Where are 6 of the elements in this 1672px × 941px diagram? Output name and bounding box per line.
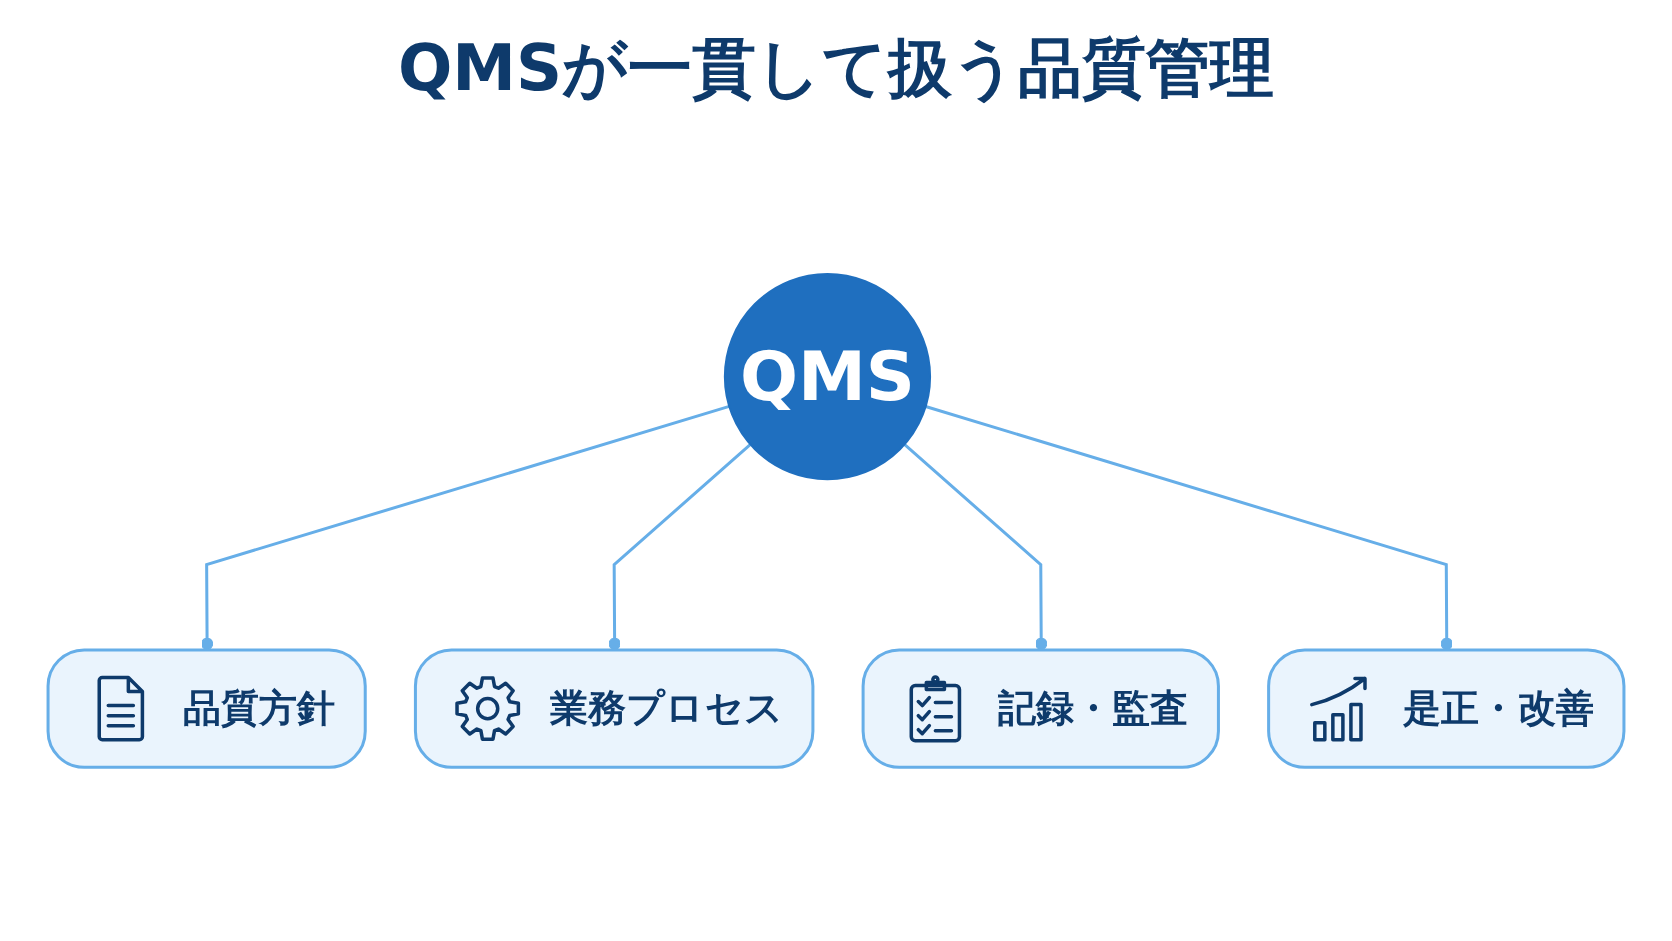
node-box: 業務プロセス xyxy=(413,648,815,769)
node-box: 是正・改善 xyxy=(1267,648,1626,769)
node-box: 品質方針 xyxy=(46,648,367,769)
node-circle: QMS xyxy=(723,272,932,481)
node-box: 記録・監査 xyxy=(861,648,1220,769)
title: QMSが一貫して扱う品質管理 xyxy=(397,30,1275,107)
